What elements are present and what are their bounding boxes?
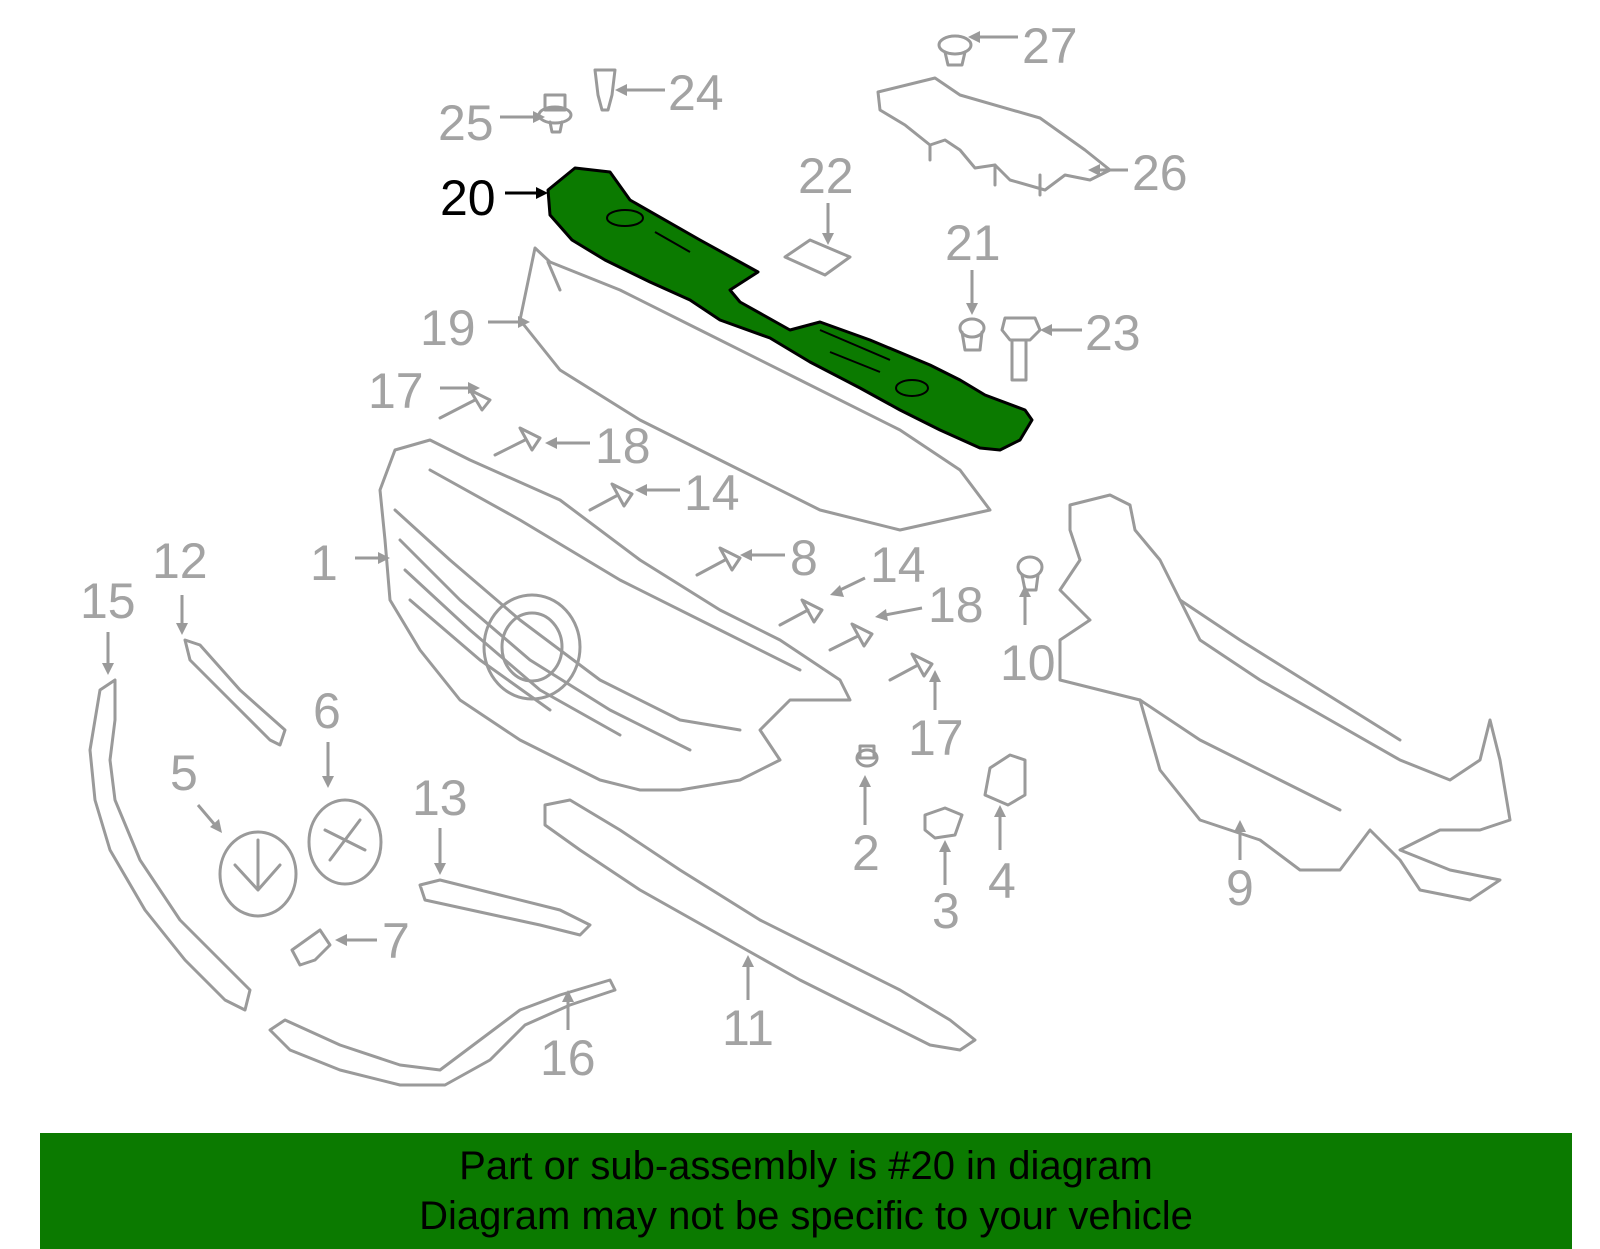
callout-7: 7	[382, 913, 410, 969]
part-5-emblem	[218, 830, 298, 918]
part-27-clip	[937, 34, 973, 67]
leader-lines	[102, 31, 1246, 1030]
part-20-shroud	[546, 166, 1034, 452]
callout-1: 1	[310, 535, 338, 591]
callout-19: 19	[420, 300, 476, 356]
callout-labels: 27 24 25 26 22 20 21 23 19 17 18 14 8 14…	[80, 18, 1254, 1086]
part-10-clip	[1016, 555, 1044, 592]
part-15-molding	[88, 678, 252, 1012]
callout-27: 27	[1022, 18, 1078, 74]
callout-12: 12	[152, 533, 208, 589]
callout-20: 20	[440, 170, 496, 226]
callout-2: 2	[852, 825, 880, 881]
part-4-bracket	[983, 753, 1027, 807]
part-11-strip	[543, 798, 977, 1052]
part-16-molding	[268, 978, 617, 1087]
part-7-clip	[290, 928, 332, 967]
callout-5: 5	[170, 745, 198, 801]
callout-21: 21	[945, 215, 1001, 271]
callout-14a: 14	[684, 465, 740, 521]
callout-18a: 18	[595, 418, 651, 474]
callout-15: 15	[80, 573, 136, 629]
callout-26: 22	[798, 148, 854, 204]
screws	[438, 388, 934, 682]
callout-3: 3	[932, 883, 960, 939]
callout-24: 25	[438, 95, 494, 151]
callout-6: 6	[313, 683, 341, 739]
part-22-bolt	[1000, 316, 1042, 382]
part-6-bracket	[307, 798, 383, 886]
callout-8: 8	[790, 530, 818, 586]
part-12-molding	[183, 638, 287, 747]
callout-13: 13	[412, 770, 468, 826]
part-23-pin	[593, 68, 617, 112]
callout-11: 11	[722, 1000, 774, 1056]
part-21-clip	[958, 317, 986, 352]
callout-25: 26	[1132, 145, 1188, 201]
callout-14b: 14	[870, 537, 926, 593]
callout-18b: 18	[928, 577, 984, 633]
callout-17a: 17	[368, 363, 424, 419]
callout-16: 16	[540, 1030, 596, 1086]
part-3-clip	[923, 806, 964, 840]
callout-23: 24	[668, 65, 724, 121]
callout-10: 10	[1000, 635, 1056, 691]
callout-17b: 17	[908, 710, 964, 766]
part-1-grille	[378, 438, 852, 792]
callout-9: 9	[1226, 860, 1254, 916]
callout-22: 23	[1085, 305, 1141, 361]
part-24-clip	[537, 93, 573, 134]
part-26-pad	[783, 238, 852, 277]
callout-4: 4	[988, 853, 1016, 909]
part-19-seal	[518, 246, 992, 532]
caption-line-2: Diagram may not be specific to your vehi…	[419, 1194, 1193, 1238]
caption-banner: Part or sub-assembly is #20 in diagram D…	[40, 1133, 1572, 1249]
part-13-molding	[418, 878, 592, 937]
part-9-reinforcement	[1058, 493, 1512, 902]
part-2-clip	[855, 744, 879, 768]
part-25-shield	[876, 76, 1112, 197]
caption-line-1: Part or sub-assembly is #20 in diagram	[459, 1144, 1153, 1188]
